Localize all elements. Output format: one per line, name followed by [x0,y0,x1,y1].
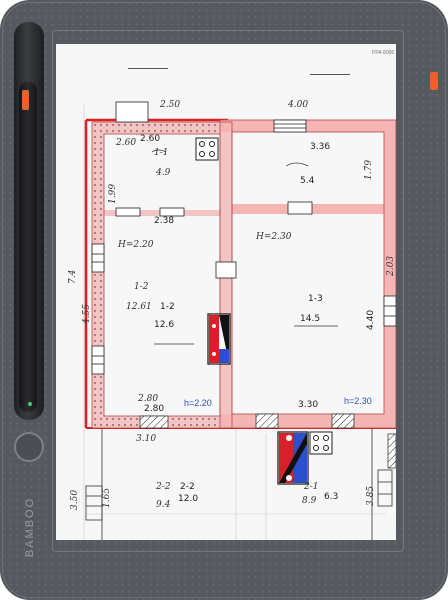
room-1-1-height: 1.99 [108,183,118,204]
left-outer-dim: 7.4 [68,269,78,284]
room-1-3-area-new: 14.5 [300,314,321,324]
room-1-2-dim-bottom-old: 2.80 [138,394,159,404]
room-1-2-height-text: H=2.20 [118,240,154,250]
left-bottom-dim-2: 1.65 [102,487,112,508]
pen-accent-left [22,90,29,110]
room-1-2-area-old: 12.61 [126,302,152,312]
status-led-icon [28,402,32,406]
room-1-3-code: 1-3 [308,294,323,304]
room-top-right-height: 1.79 [364,159,374,180]
room-1-1-width: 2.60 [116,138,137,148]
paper-sheet[interactable]: РРА 8006 [56,44,396,540]
room-2-2-code-print: 2-2 [180,482,195,492]
room-top-right-area: 5.4 [300,176,315,186]
right-bottom-dim: 3.85 [366,485,376,506]
room-2-1-area: 6.3 [324,492,339,502]
power-button[interactable] [14,432,44,462]
pen-accent-right [430,72,438,90]
room-1-2-code-print: 1-2 [160,302,175,312]
left-bottom-dim-1: 3.50 [70,489,80,510]
stove-icon [195,137,219,161]
room-1-1-area: 4.9 [156,168,171,178]
room-2-2-code: 2-2 [156,482,171,492]
room-2-1-area-old: 8.9 [302,496,317,506]
floor-plan-drawing [83,101,396,540]
brand-logo: BAMBOO [24,496,37,558]
stove-icon-2 [309,431,333,455]
room-1-2-h-label: h=2.20 [184,398,212,408]
room-2-1-code: 2-1 [304,482,319,492]
room-1-2-dim-left: 4.55 [82,303,92,324]
room-1-2-dim-bottom-new: 2.80 [144,404,165,414]
top-mark-right [310,74,350,75]
room-1-3-height-text: H=2.30 [256,232,292,242]
top-right-header-dim: 4.00 [288,100,309,110]
room-2-2-area: 12.0 [178,494,199,504]
pen-clip [19,82,37,412]
room-1-1-dim-print: 2.60 [140,134,161,144]
room-2-2-area-old: 9.4 [156,500,171,510]
stylus-pen[interactable] [14,22,44,420]
top-mark-left [128,68,168,69]
bottom-dim: 3.10 [136,434,157,444]
room-1-3-h-label: h=2.30 [344,396,372,406]
room-1-2-code: 1-2 [134,282,149,292]
room-top-right-width: 3.36 [310,142,331,152]
boiler-icon-2 [277,431,309,485]
sheet-code: РРА 8006 [372,50,395,56]
top-header-dim: 2.50 [160,100,181,110]
room-1-1-code: 1-1 [154,148,169,158]
corridor-dim: 2.38 [154,216,175,226]
right-side-dim: 2.03 [386,255,396,276]
room-1-2-area-new: 12.6 [154,320,175,330]
boiler-icon [207,313,231,365]
room-1-3-dim-bottom: 3.30 [298,400,319,410]
pad-frame [52,30,404,552]
room-1-3-dim-right: 4.40 [366,309,376,330]
